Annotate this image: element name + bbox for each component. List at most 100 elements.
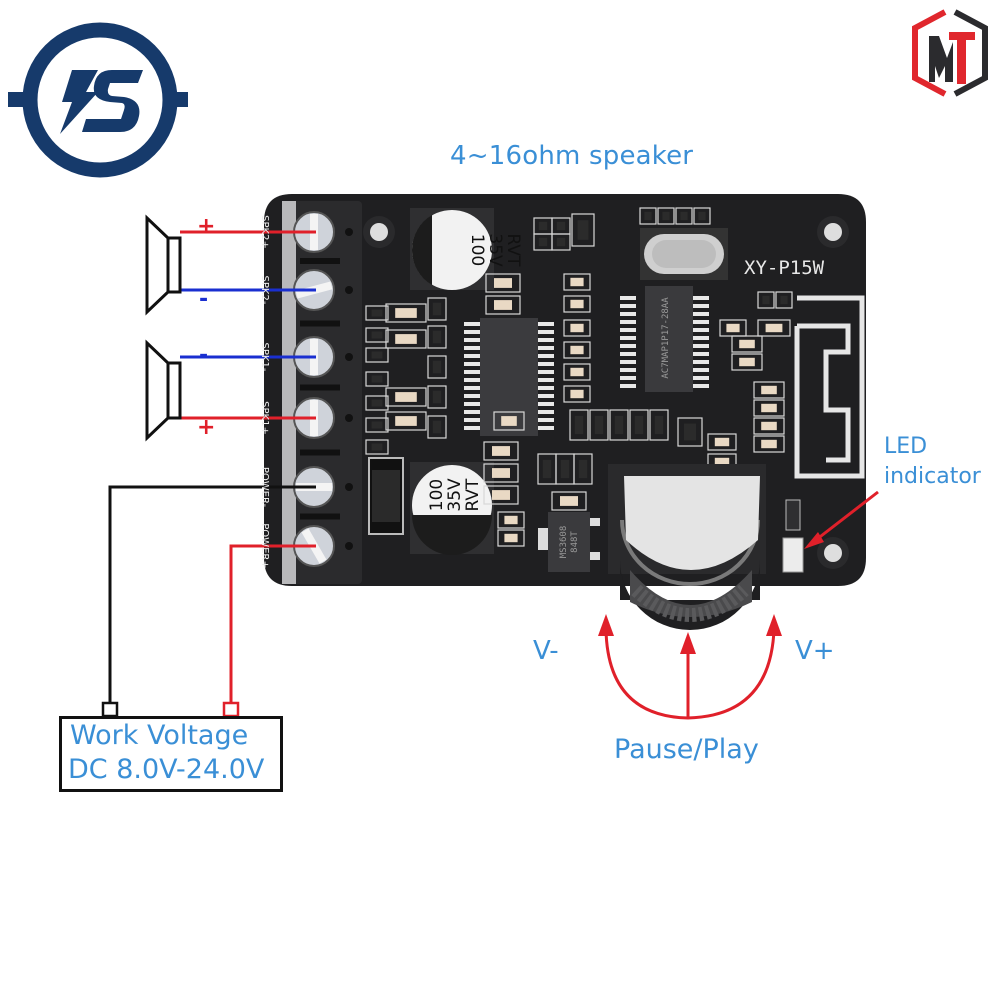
speaker2-minus-sign: - (199, 343, 208, 368)
diode (368, 457, 404, 535)
svg-text:10035VRVT: 10035VRVT (427, 478, 483, 512)
wire-powerplus (229, 544, 316, 703)
smd-component (753, 381, 785, 399)
smd-component (573, 453, 593, 485)
smd-component (571, 213, 595, 247)
smd-component (365, 347, 389, 363)
smd-component (385, 387, 427, 407)
board-model-label: XY-P15W (744, 257, 825, 279)
led-label-line2: indicator (884, 464, 981, 489)
terminal-label: POWER+ (259, 523, 270, 568)
arrow-volume-down-icon (598, 614, 614, 636)
brand-logo-right (912, 9, 988, 97)
wires (108, 230, 316, 703)
lightning-s-logo-icon (8, 22, 188, 178)
smd-component (365, 371, 389, 387)
smd-component (731, 335, 763, 353)
smd-component (757, 319, 791, 337)
smd-component (427, 297, 447, 321)
smd-component (677, 417, 703, 447)
smd-component (639, 207, 657, 225)
smd-component (753, 417, 785, 435)
speaker-icon (145, 214, 182, 316)
smd-component (485, 295, 521, 315)
smd-component (485, 273, 521, 293)
smd-component (385, 411, 427, 431)
smd-component (563, 273, 591, 291)
smd-component (589, 409, 609, 441)
svg-text:10035VRVT: 10035VRVT (467, 233, 523, 267)
smd-component (563, 341, 591, 359)
smd-component (563, 363, 591, 381)
crystal-oscillator (640, 228, 728, 280)
smd-component (551, 491, 587, 511)
capacitor-top: 10035VRVT (410, 208, 523, 290)
smd-component (365, 327, 389, 343)
speaker-icon (145, 339, 182, 442)
smd-component (563, 385, 591, 403)
smd-component (497, 511, 525, 529)
smd-component (483, 463, 519, 483)
terminal-label: SPK1+ (259, 401, 270, 435)
speaker1-minus-sign: - (199, 287, 208, 312)
smd-component (563, 319, 591, 337)
terminal-label: SPK2+ (259, 215, 270, 249)
smd-component (385, 303, 427, 323)
speaker-1 (145, 214, 182, 316)
smd-component (649, 409, 669, 441)
terminal-block (282, 201, 362, 584)
smd-component (563, 295, 591, 313)
smd-component (551, 233, 571, 251)
amplifier-board: 10035VRVT 10035VRVT AC7MAP1P17-28AA XY-P… (264, 194, 866, 630)
diagram-title: 4~16ohm speaker (450, 141, 694, 171)
smd-component (497, 529, 525, 547)
mounting-hole (363, 216, 395, 248)
terminal-label: POWER- (259, 467, 270, 508)
smd-component (757, 291, 775, 309)
knob-control-arrows (604, 629, 776, 720)
smd-component (609, 409, 629, 441)
capacitor-bottom: 10035VRVT (410, 462, 494, 555)
led-indicator-label: LED indicator (884, 432, 981, 492)
smd-component (569, 409, 589, 441)
smd-component (731, 353, 763, 371)
smd-component (775, 291, 793, 309)
arrow-volume-up-icon (766, 614, 782, 636)
wire-powerminus (108, 485, 316, 703)
mt-hexagon-logo-icon (912, 9, 988, 97)
smd-component (365, 439, 389, 455)
terminal-label: SPK2- (259, 276, 270, 305)
mounting-hole (817, 216, 849, 248)
rotary-encoder-knob[interactable] (608, 464, 766, 630)
terminal-screw[interactable] (293, 211, 335, 253)
work-voltage-label: Work Voltage (70, 720, 249, 751)
smd-component (753, 399, 785, 417)
power-supply-box: Work Voltage DC 8.0V-24.0V (59, 716, 283, 792)
volume-down-label: V- (533, 636, 559, 666)
pcb-antenna (794, 295, 865, 479)
speaker-2 (145, 339, 182, 442)
voltage-range-label: DC 8.0V-24.0V (68, 754, 265, 785)
terminal-label: SPK1- (259, 343, 270, 372)
smd-component (657, 207, 675, 225)
led-indicator (782, 499, 804, 573)
smd-component (693, 207, 711, 225)
smd-component (483, 485, 519, 505)
svg-text:AC7MAP1P17-28AA: AC7MAP1P17-28AA (661, 297, 671, 379)
smd-component (365, 395, 389, 411)
smd-component (427, 355, 447, 379)
pause-play-label: Pause/Play (614, 734, 759, 765)
led-arrow (804, 490, 879, 549)
bluetooth-ic: AC7MAP1P17-28AA (620, 286, 709, 392)
smd-component (365, 305, 389, 321)
speaker1-plus-sign: + (197, 214, 215, 239)
smd-component (427, 385, 447, 409)
smd-component (365, 417, 389, 433)
brand-logo-left (8, 22, 188, 178)
smd-component (427, 415, 447, 439)
smd-component (707, 433, 737, 451)
power-negative-pin (101, 701, 119, 718)
smd-component (753, 435, 785, 453)
smd-component (675, 207, 693, 225)
